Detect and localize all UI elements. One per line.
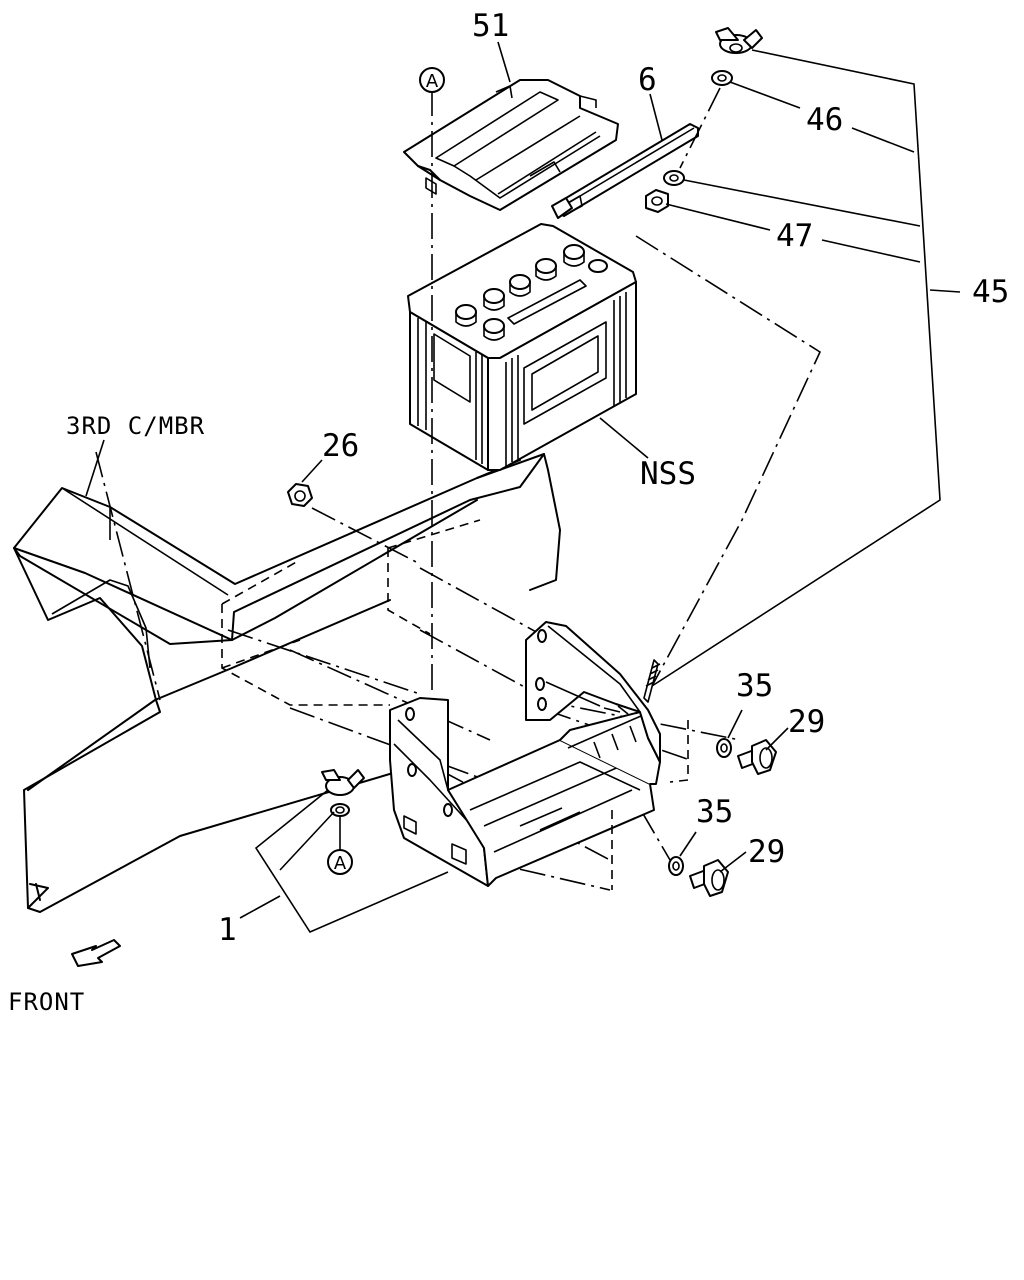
washer-46: [711, 70, 733, 86]
battery-cover: [403, 79, 619, 211]
label-29-upper: 29: [788, 704, 825, 740]
battery-tray: [389, 621, 689, 890]
washer-35-lower: [668, 856, 684, 876]
reference-a-top-letter: A: [426, 71, 439, 92]
label-51: 51: [472, 8, 509, 44]
label-46: 46: [806, 102, 843, 138]
label-35-lower: 35: [696, 794, 733, 830]
battery: [407, 223, 637, 471]
label-crossmember: 3RD C/MBR: [66, 412, 205, 440]
j-bolt-right: [643, 659, 661, 703]
label-35-upper: 35: [736, 668, 773, 704]
bolt-29-upper: [737, 739, 777, 775]
reference-a-bottom-letter: A: [334, 853, 347, 874]
label-29-lower: 29: [748, 834, 785, 870]
hold-down-bar: [551, 123, 699, 219]
frame-crossmember-3rd: [13, 453, 561, 913]
bolt-29-lower: [689, 859, 729, 897]
leader-lines: [85, 41, 961, 934]
label-front: FRONT: [8, 988, 85, 1016]
hidden-mount-outline: [221, 519, 481, 706]
label-26: 26: [322, 428, 359, 464]
reference-a-top: A: [419, 67, 445, 93]
battery-terminals: [455, 244, 608, 341]
nut-47: [645, 189, 669, 213]
label-nss: NSS: [640, 456, 696, 492]
washer-47a: [663, 170, 685, 186]
part-labels: 51 6 46 47 45 26 NSS 35 29 35 29 1 3RD C…: [8, 8, 1009, 1016]
wing-nut-top: [715, 27, 763, 54]
label-6: 6: [638, 62, 657, 98]
front-arrow-icon: [71, 939, 121, 967]
label-1: 1: [218, 912, 237, 948]
reference-a-bottom: A: [327, 816, 353, 875]
nut-26: [287, 483, 313, 507]
label-45: 45: [972, 274, 1009, 310]
wing-nut-lower: [321, 769, 365, 796]
washer-lower-left: [330, 803, 350, 817]
centerlines: [95, 87, 822, 891]
label-47: 47: [776, 218, 813, 254]
washer-35-upper: [716, 738, 732, 758]
